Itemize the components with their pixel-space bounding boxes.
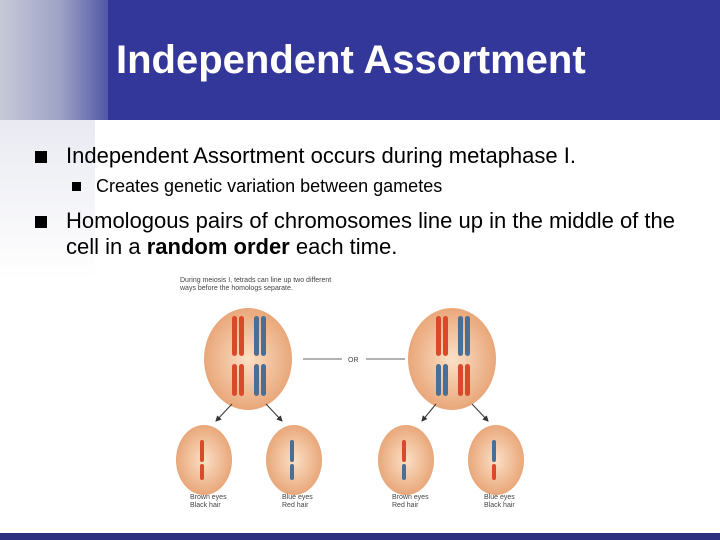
daughter-cell-2 xyxy=(266,425,322,495)
chromosome-red xyxy=(436,316,470,396)
bullet-3-text: Homologous pairs of chromosomes line up … xyxy=(66,208,706,260)
metaphase-cell-right xyxy=(408,308,496,410)
daughter-cell-3 xyxy=(378,425,434,495)
bullet-square-icon xyxy=(35,151,47,163)
bullet-3-tail: each time. xyxy=(289,234,398,259)
footer-bar xyxy=(0,533,720,540)
chromosome-blue xyxy=(436,316,470,396)
slide-title: Independent Assortment xyxy=(116,38,586,82)
cell-4-label-line2: Black hair xyxy=(484,502,515,509)
decorative-fade xyxy=(0,120,95,280)
cell-3-label-line2: Red hair xyxy=(392,502,419,509)
arrow-icon xyxy=(471,403,489,422)
chromosome-blue xyxy=(254,316,266,396)
bullet-1-text: Independent Assortment occurs during met… xyxy=(66,143,576,168)
cell-4-label-line1: Blue eyes xyxy=(484,494,515,501)
cell-3-label-line1: Brown eyes xyxy=(392,494,429,501)
flask-image xyxy=(0,0,108,120)
figure-caption-line2: ways before the homologs separate. xyxy=(179,285,293,292)
or-label: OR xyxy=(348,357,359,364)
cell-2-label-line1: Blue eyes xyxy=(282,494,313,501)
chromosome-red xyxy=(232,316,244,396)
cell-1-label-line2: Black hair xyxy=(190,502,221,509)
bullet-3-lead: Homologous pairs of chromosomes line up … xyxy=(66,208,675,259)
metaphase-cell-left xyxy=(204,308,292,410)
sub-bullet-text: Creates genetic variation between gamete… xyxy=(96,176,443,196)
bullet-square-icon xyxy=(35,216,47,228)
meiosis-diagram: During meiosis I, tetrads can line up tw… xyxy=(176,277,524,509)
figure-caption-line1: During meiosis I, tetrads can line up tw… xyxy=(180,277,331,284)
cell-2-label-line2: Red hair xyxy=(282,502,309,509)
sub-bullet-square-icon xyxy=(72,182,81,191)
bullet-3-bold: random order xyxy=(146,234,290,259)
daughter-cell-1 xyxy=(176,425,232,495)
arrow-icon xyxy=(421,403,437,422)
arrow-icon xyxy=(215,403,233,422)
title-bar: Independent Assortment xyxy=(0,0,720,120)
cell-1-label-line1: Brown eyes xyxy=(190,494,227,501)
daughter-cell-4 xyxy=(468,425,524,495)
arrow-icon xyxy=(265,403,283,422)
